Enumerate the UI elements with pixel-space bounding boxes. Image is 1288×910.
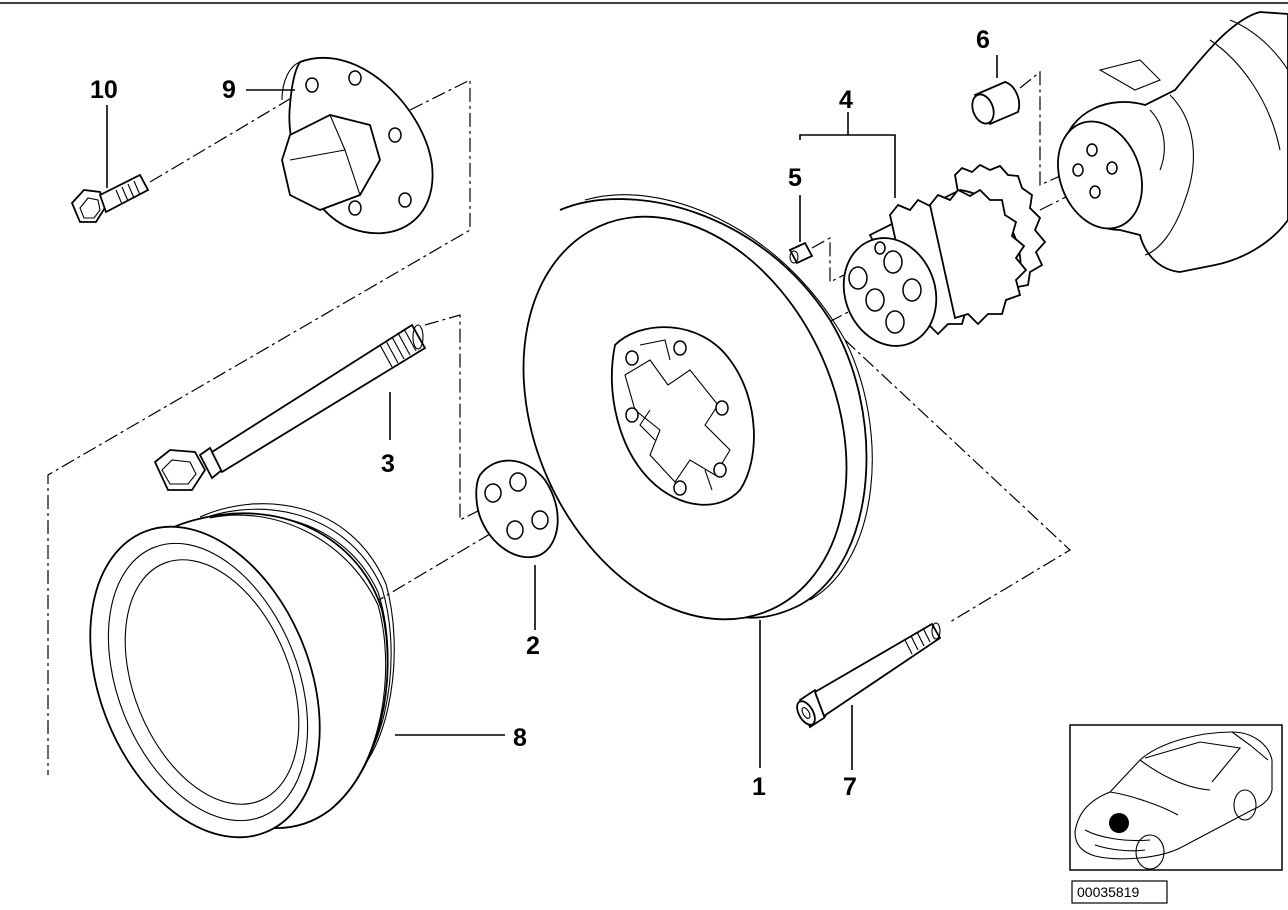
callout-1: 1 [752,773,766,801]
callout-3: 3 [381,450,395,478]
callout-9: 9 [222,76,236,104]
bolt-7 [796,622,942,729]
pin-5 [788,241,814,265]
reference-number: 00035819 [1077,884,1140,900]
callout-4: 4 [839,86,853,114]
location-marker [1109,813,1129,833]
vehicle-locator-inset [1069,724,1283,871]
flange-9 [281,56,434,235]
pulley-8 [89,503,395,839]
bolt-3 [153,323,427,491]
reference-number-box: 00035819 [1071,880,1168,904]
sprocket-4 [842,163,1047,347]
callout-7: 7 [843,773,857,801]
callout-10: 10 [90,76,118,104]
bolt-10 [70,173,150,223]
sleeve-6 [971,81,1020,126]
callout-8: 8 [513,724,527,752]
crankshaft [1057,11,1288,273]
car-outline-icon [1074,731,1273,870]
callout-6: 6 [976,26,990,54]
callout-2: 2 [526,632,540,660]
leader-lines [106,55,998,770]
callout-labels: 10 9 3 2 8 1 7 4 5 6 [90,26,990,801]
washer-2 [475,459,559,558]
callout-5: 5 [788,164,802,192]
vibration-damper-1 [522,194,873,621]
